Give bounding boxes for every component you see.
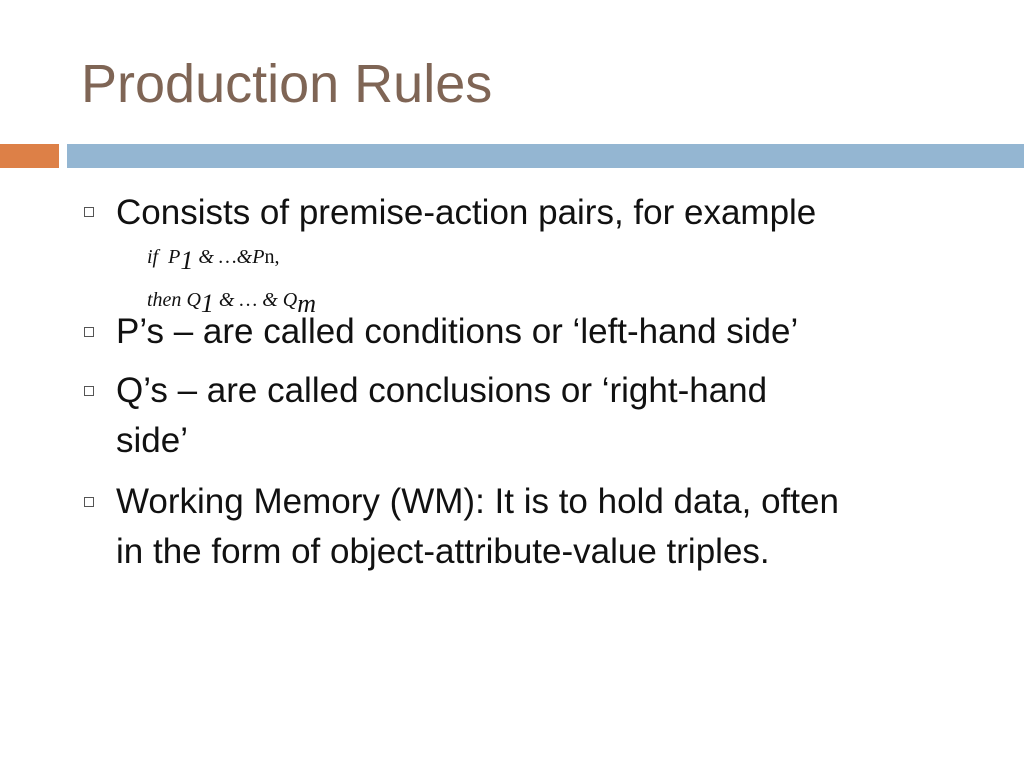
- formula-p-subscript: 1: [180, 246, 194, 275]
- premise-formula-line: if P1 & …&Pn,: [147, 240, 280, 275]
- hollow-square-bullet-icon: [84, 386, 94, 396]
- formula-q-subscript-m: m: [297, 289, 317, 318]
- accent-bar-left: [0, 144, 59, 168]
- action-formula-line: then Q1 & … & Qm: [147, 283, 317, 318]
- hollow-square-bullet-icon: [84, 207, 94, 217]
- formula-q: Q: [186, 289, 201, 311]
- formula-if: if: [147, 246, 159, 268]
- hollow-square-bullet-icon: [84, 497, 94, 507]
- formula-p: P: [168, 246, 181, 268]
- formula-then: then: [147, 289, 182, 311]
- formula-p-end: n,: [264, 246, 280, 268]
- bullet-text: Q’s – are called conclusions or ‘right-h…: [116, 371, 768, 410]
- bullet-text-continued: in the form of object-attribute-value tr…: [116, 532, 770, 571]
- bullet-text-continued: side’: [116, 421, 188, 460]
- accent-bar-right: [67, 144, 1024, 168]
- formula-q-mid: & … & Q: [218, 289, 298, 311]
- bullet-text: P’s – are called conditions or ‘left-han…: [116, 312, 799, 351]
- slide-title: Production Rules: [81, 54, 493, 114]
- bullet-text: Working Memory (WM): It is to hold data,…: [116, 482, 839, 521]
- hollow-square-bullet-icon: [84, 327, 94, 337]
- bullet-text: Consists of premise-action pairs, for ex…: [116, 193, 817, 232]
- formula-p-mid: & …&P: [198, 246, 265, 268]
- formula-q-subscript: 1: [200, 289, 214, 318]
